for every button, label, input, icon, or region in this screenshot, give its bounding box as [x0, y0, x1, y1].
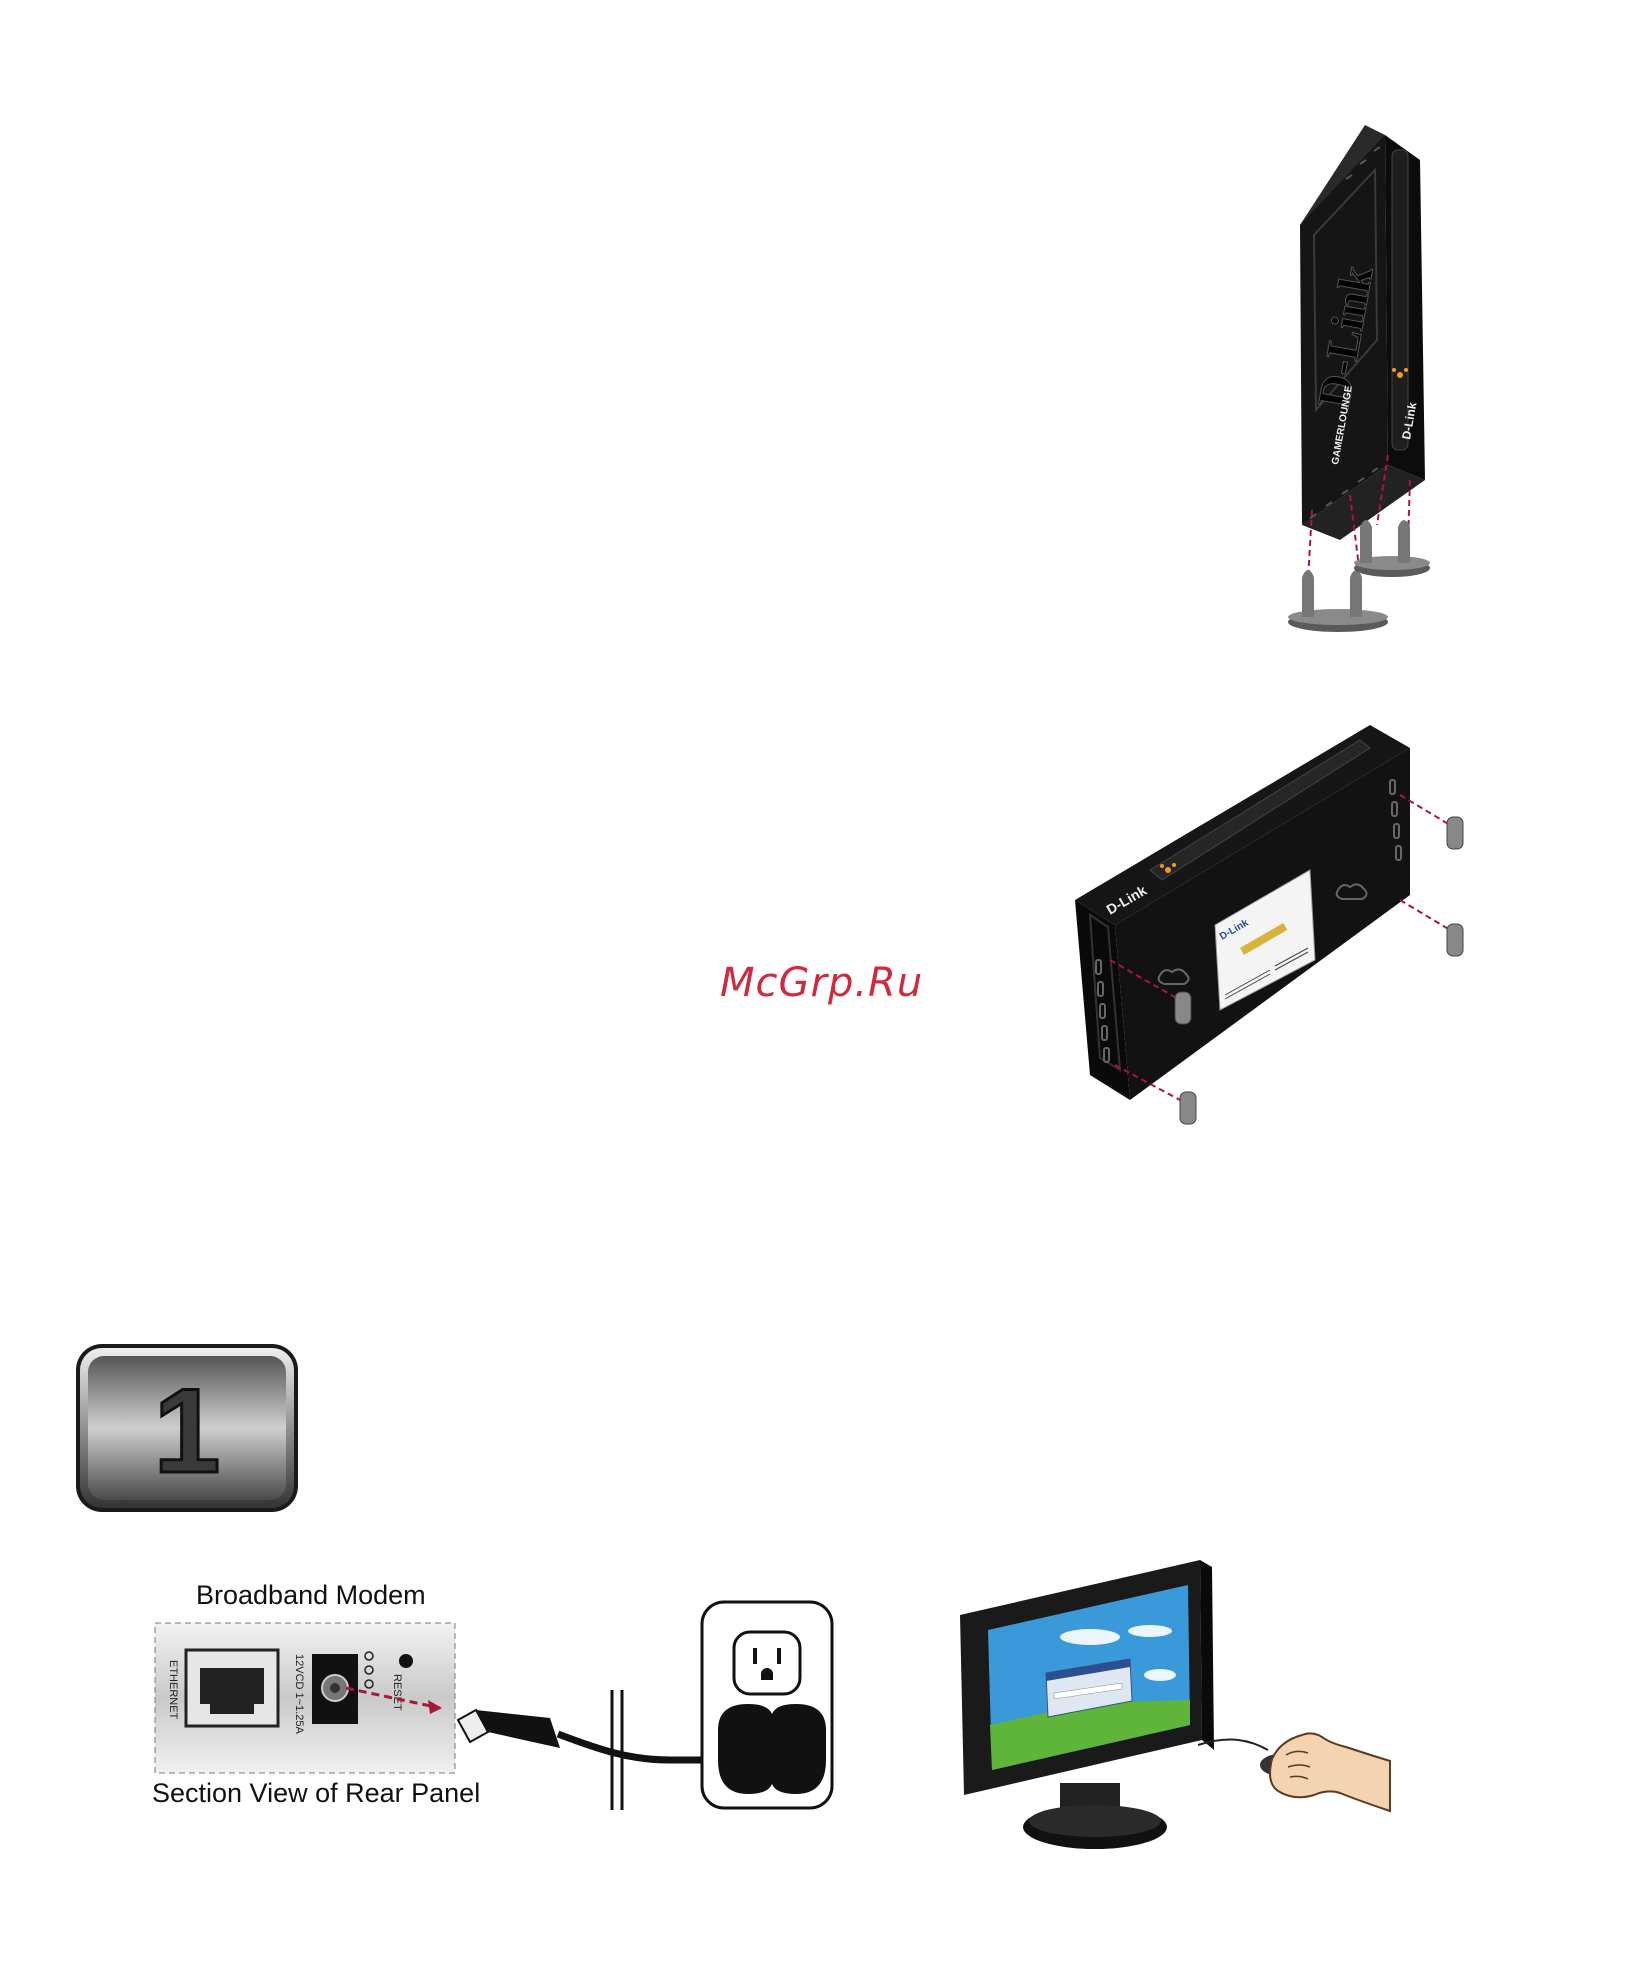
- modem-caption: Section View of Rear Panel: [152, 1778, 480, 1809]
- step-number: 1: [154, 1364, 221, 1498]
- computer-monitor-illustration: [950, 1555, 1400, 1865]
- ethernet-label: ETHERNET: [167, 1660, 179, 1720]
- hand-icon: [1270, 1733, 1390, 1811]
- horizontal-router-illustration: D-Link D-Link: [1070, 720, 1490, 1160]
- modem-title: Broadband Modem: [196, 1580, 426, 1611]
- reset-button[interactable]: [399, 1654, 413, 1668]
- wall-outlet-icon: [702, 1602, 832, 1808]
- step-badge-graphic: 1: [74, 1342, 300, 1514]
- power-cable-illustration: [440, 1600, 850, 1830]
- reset-label: RESET: [391, 1674, 403, 1711]
- watermark-text: McGrp.Ru: [720, 960, 923, 1006]
- step-badge: 1: [74, 1342, 300, 1514]
- power-plug-icon: [458, 1710, 560, 1748]
- stand-foot-left: [1288, 570, 1388, 632]
- power-label: 12VCD 1~1.25A: [293, 1654, 305, 1734]
- monitor-stand: [1023, 1783, 1167, 1849]
- modem-rear-panel: ETHERNET 12VCD 1~1.25A RESET: [150, 1618, 460, 1788]
- vertical-router-illustration: D-Link D-Link GAMERLOUNGE: [1280, 120, 1460, 640]
- ethernet-port-icon: [186, 1650, 278, 1726]
- stand-foot-right: [1354, 520, 1430, 577]
